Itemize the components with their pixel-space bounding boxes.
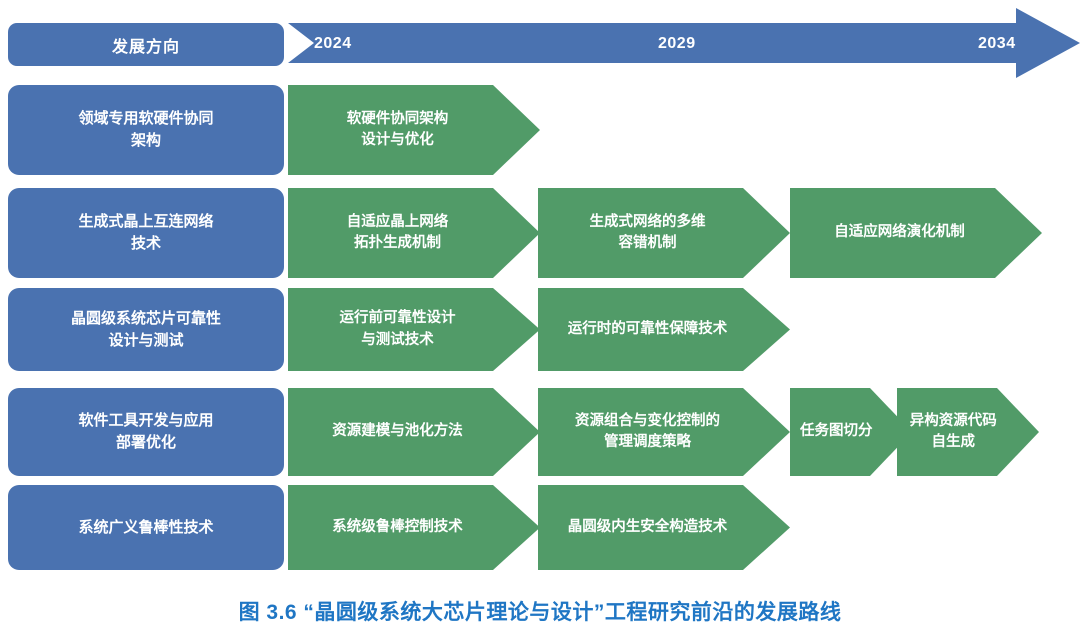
figure-caption: 图 3.6 “晶圆级系统大芯片理论与设计”工程研究前沿的发展路线 [238,601,842,624]
milestone-label: 异构资源代码自生成 [909,412,997,450]
chevron-shape-icon [790,388,912,476]
milestone-label: 任务图切分 [800,423,873,440]
category-box[interactable]: 领域专用软硬件协同架构 [8,85,284,175]
chevron-shape-icon [288,188,540,278]
milestone-label: 系统级鲁棒控制技术 [332,518,463,535]
roadmap-row: 系统广义鲁棒性技术 系统级鲁棒控制技术 晶圆级内生安全构造技术 [0,485,1080,570]
milestone-label: 软硬件协同架构设计与优化 [346,110,449,148]
roadmap-row: 领域专用软硬件协同架构 软硬件协同架构设计与优化 [0,85,1080,175]
milestone-label: 资源组合与变化控制的管理调度策略 [575,412,721,450]
milestone-label: 资源建模与池化方法 [332,423,463,440]
milestone-chevron[interactable]: 自适应网络演化机制 [790,188,1042,278]
milestone-chevron[interactable]: 自适应晶上网络拓扑生成机制 [288,188,540,278]
category-box[interactable]: 系统广义鲁棒性技术 [8,485,284,570]
chevron-shape-icon [897,388,1039,476]
chevron-shape-icon [288,85,540,175]
milestone-chevron[interactable]: 任务图切分 [790,388,912,476]
milestone-chevron[interactable]: 运行前可靠性设计与测试技术 [288,288,540,371]
chevron-shape-icon [288,288,540,371]
roadmap-row: 软件工具开发与应用部署优化 资源建模与池化方法 资源组合与变化控制的管理调度策略 任务… [0,388,1080,476]
milestone-chevron[interactable]: 资源组合与变化控制的管理调度策略 [538,388,790,476]
milestone-chevron[interactable]: 系统级鲁棒控制技术 [288,485,540,570]
chevron-shape-icon [538,485,790,570]
category-box[interactable]: 软件工具开发与应用部署优化 [8,388,284,476]
milestone-chevron[interactable]: 软硬件协同架构设计与优化 [288,85,540,175]
chevron-shape-icon [538,388,790,476]
milestone-label: 运行前可靠性设计与测试技术 [339,310,456,348]
milestone-label: 自适应网络演化机制 [834,224,965,241]
chevron-shape-icon [288,485,540,570]
milestone-chevron[interactable]: 晶圆级内生安全构造技术 [538,485,790,570]
roadmap-row: 生成式晶上互连网络技术 自适应晶上网络拓扑生成机制 生成式网络的多维容错机制 自适应网… [0,188,1080,278]
category-box[interactable]: 生成式晶上互连网络技术 [8,188,284,278]
milestone-label: 运行时的可靠性保障技术 [567,320,728,337]
category-box[interactable]: 晶圆级系统芯片可靠性设计与测试 [8,288,284,371]
timeline-header: 发展方向 2024 2029 2034 [0,0,1080,78]
milestone-chevron[interactable]: 异构资源代码自生成 [897,388,1039,476]
chevron-shape-icon [288,388,540,476]
milestone-chevron[interactable]: 运行时的可靠性保障技术 [538,288,790,371]
milestone-chevron[interactable]: 资源建模与池化方法 [288,388,540,476]
chevron-shape-icon [538,188,790,278]
milestone-label: 生成式网络的多维容错机制 [589,213,706,251]
chevron-shape-icon [790,188,1042,278]
category-column-header: 发展方向 [8,23,284,66]
milestone-label: 自适应晶上网络拓扑生成机制 [346,213,449,251]
milestone-label: 晶圆级内生安全构造技术 [567,518,728,535]
roadmap-row: 晶圆级系统芯片可靠性设计与测试 运行前可靠性设计与测试技术 运行时的可靠性保障技术 [0,288,1080,371]
timeline-arrow-icon [288,8,1080,78]
chevron-shape-icon [538,288,790,371]
milestone-chevron[interactable]: 生成式网络的多维容错机制 [538,188,790,278]
